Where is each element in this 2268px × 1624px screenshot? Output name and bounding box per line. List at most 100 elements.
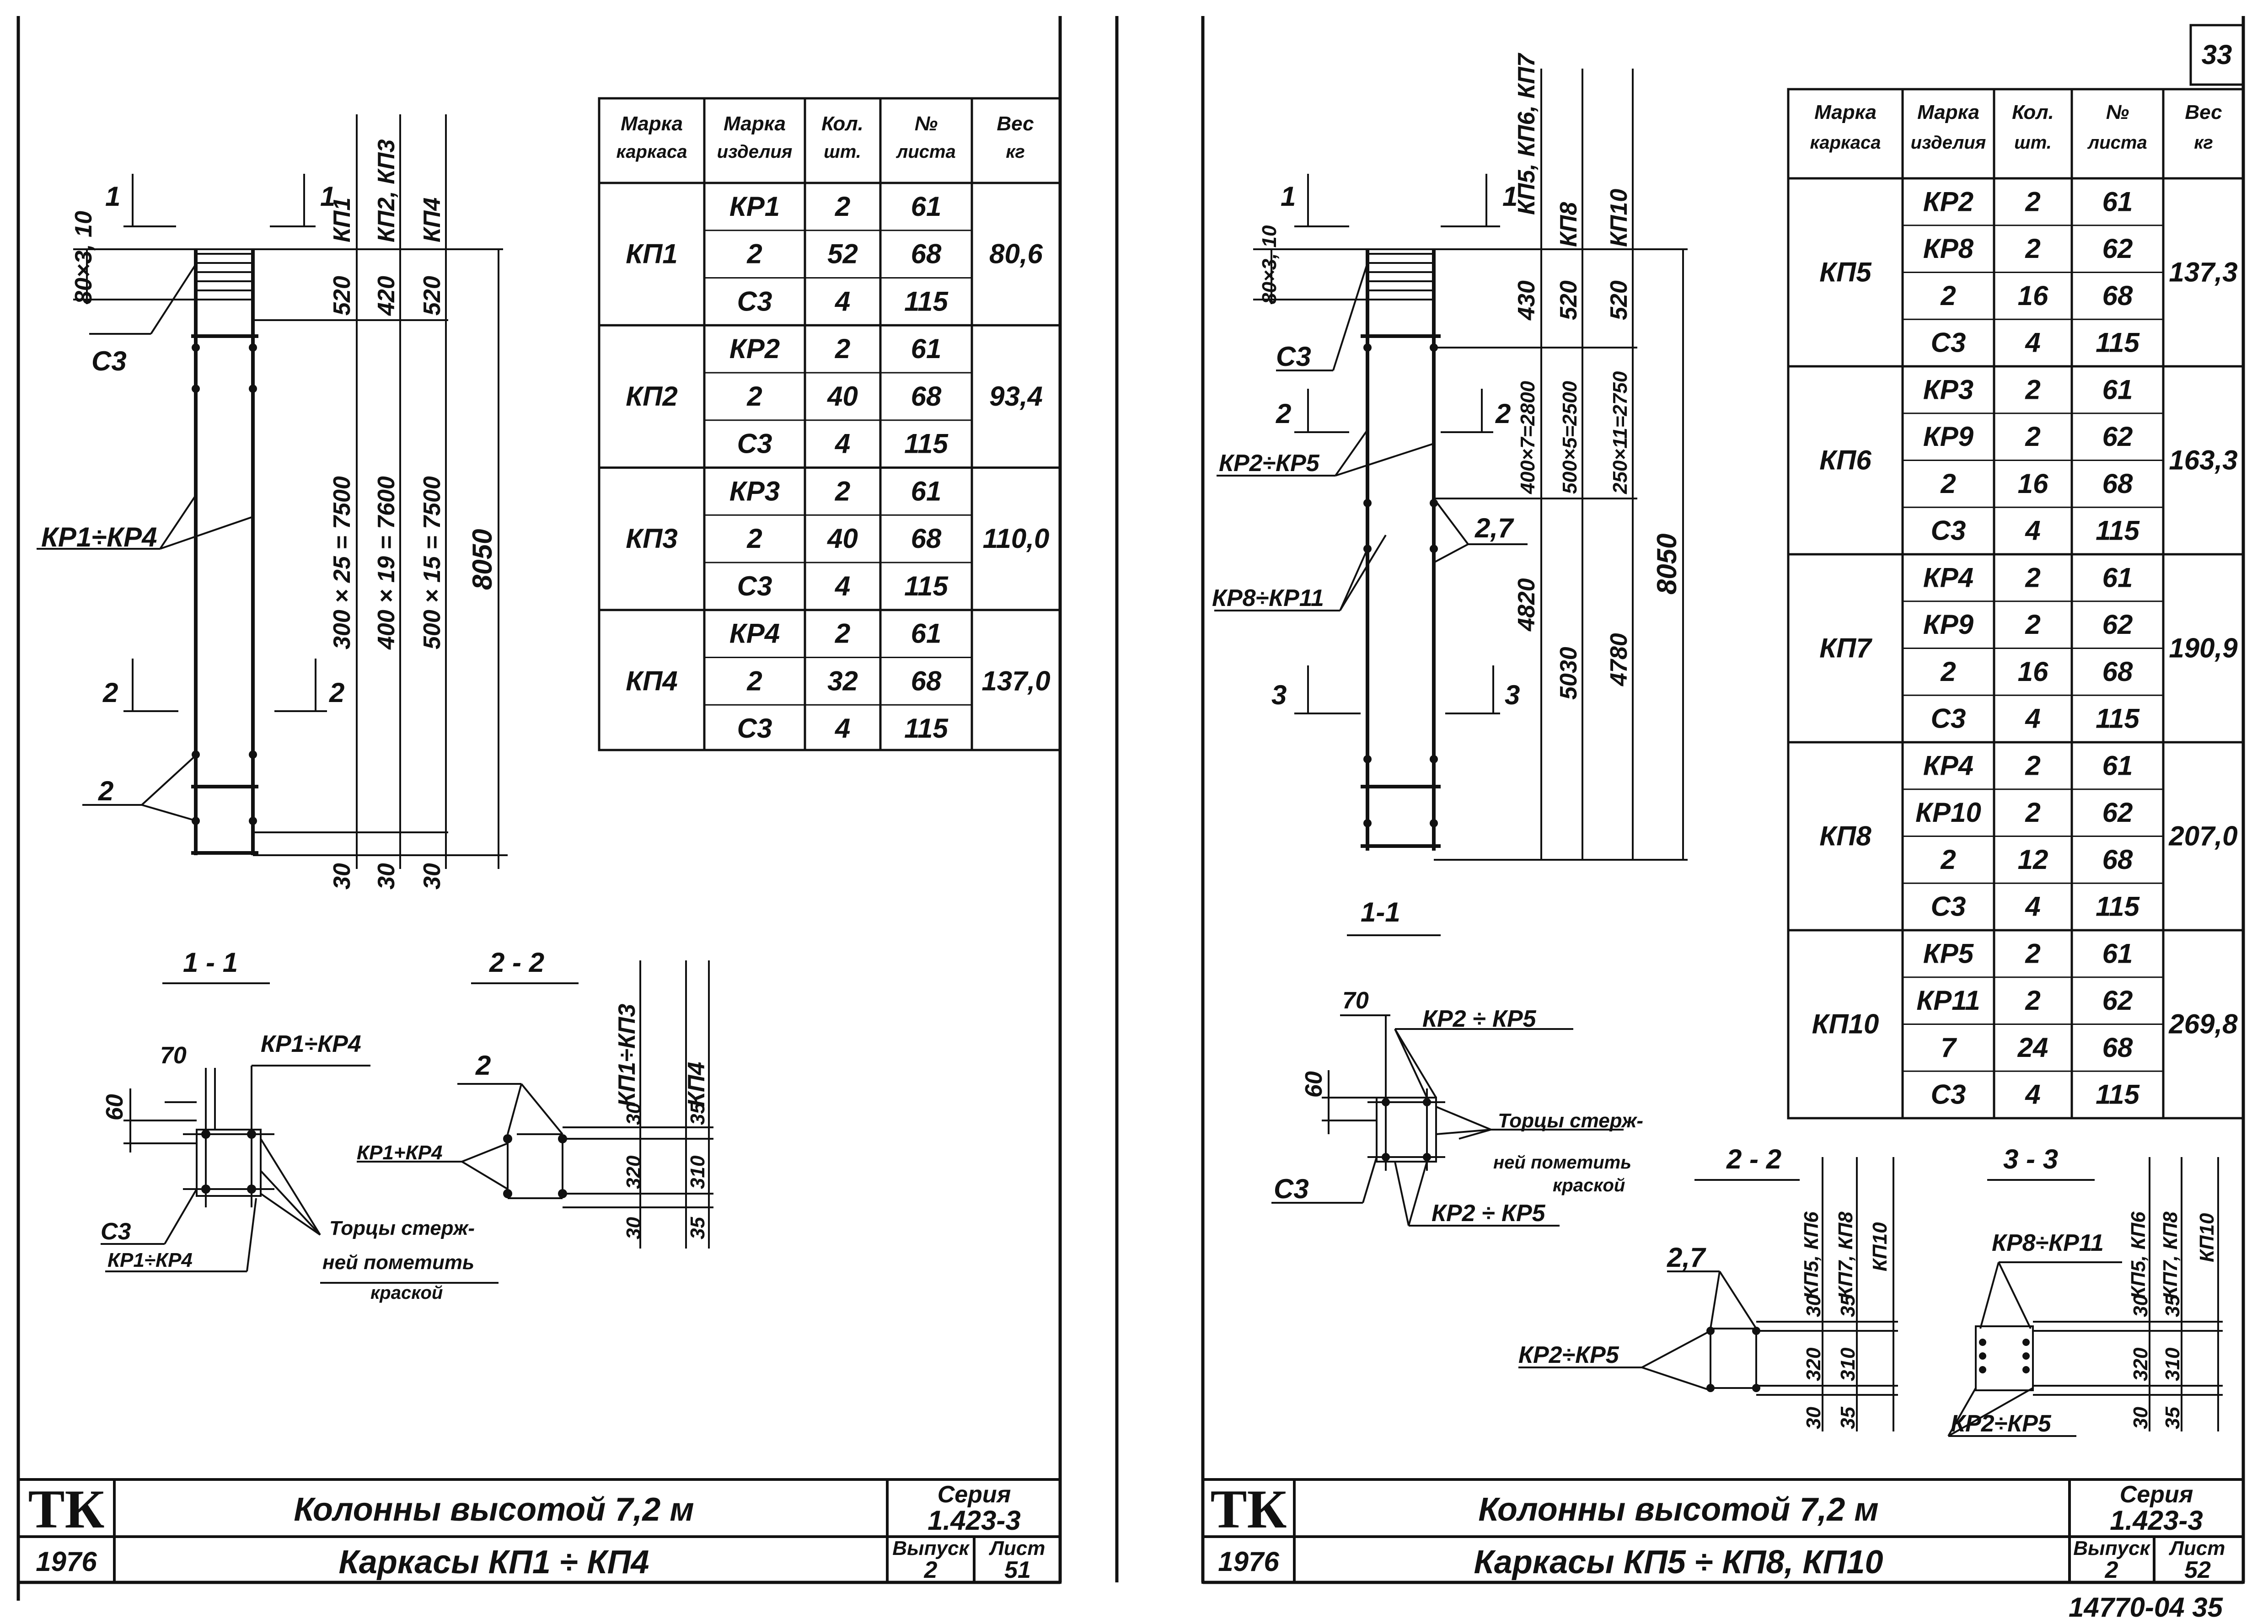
cell-item-mark: КР11 xyxy=(1916,985,1980,1016)
right-section-3-3: 3 - 3 КР8÷КР11 КР2÷КР5 КП5, КП6 КП7, КП8 xyxy=(1947,1144,2223,1437)
cell-frame-mark: КП3 xyxy=(626,523,677,554)
cell-sheet-no: 115 xyxy=(904,713,949,744)
header-qty: Кол. xyxy=(2012,101,2054,123)
cell-weight: 93,4 xyxy=(989,381,1043,412)
label-c3: С3 xyxy=(91,346,127,376)
cell-sheet-no: 68 xyxy=(911,523,942,554)
section-mark-3a: 3 xyxy=(1271,680,1287,710)
cell-weight: 190,9 xyxy=(2169,633,2238,664)
cell-item-mark: 2 xyxy=(1940,280,1956,311)
header-item-mark: Марка xyxy=(724,113,786,135)
year: 1976 xyxy=(36,1546,97,1577)
title-line-2: Каркасы КП1 ÷ КП4 xyxy=(339,1544,649,1581)
cell-sheet-no: 68 xyxy=(911,665,942,696)
section-title: 3 - 3 xyxy=(2003,1144,2058,1174)
cell-qty: 2 xyxy=(2025,797,2040,828)
label-kr-top: КР1÷КР4 xyxy=(261,1031,361,1057)
header-qty-2: шт. xyxy=(2014,133,2052,153)
cell-qty: 2 xyxy=(2025,421,2040,452)
cell-sheet-no: 115 xyxy=(2096,1079,2140,1110)
label-kr-bottom: КР2 ÷ КР5 xyxy=(1432,1200,1546,1227)
cell-frame-mark: КП4 xyxy=(626,665,677,696)
col-head-kp2-kp3: КП2, КП3 xyxy=(373,139,400,242)
dim-b-3: 35 xyxy=(2161,1407,2184,1429)
dim-a-1: 30 xyxy=(2129,1295,2152,1317)
section-mark-2a: 2 xyxy=(102,677,118,708)
cell-qty: 4 xyxy=(835,571,850,601)
dim-a-1: 30 xyxy=(622,1103,645,1125)
bottom-dim-2: 30 xyxy=(373,863,400,890)
cell-qty: 16 xyxy=(2018,656,2048,687)
section-mark-1a: 1 xyxy=(1281,181,1296,212)
cell-weight: 207,0 xyxy=(2168,821,2237,852)
cell-weight: 137,0 xyxy=(981,665,1050,696)
col-head-kp10: КП10 xyxy=(1606,189,1632,247)
cell-item-mark: КР4 xyxy=(1923,750,1973,781)
cell-sheet-no: 61 xyxy=(2102,186,2133,217)
col-head-1: КП5, КП6 xyxy=(2127,1211,2150,1299)
cell-qty: 4 xyxy=(2025,515,2040,546)
header-qty: Кол. xyxy=(821,113,863,135)
col-head-3: КП10 xyxy=(2196,1213,2218,1262)
title-line-1: Колонны высотой 7,2 м xyxy=(294,1491,694,1528)
cell-qty: 2 xyxy=(2025,609,2040,640)
section-title: 1 - 1 xyxy=(183,947,238,978)
cell-frame-mark: КП8 xyxy=(1819,821,1871,852)
lower-dim-3: 4780 xyxy=(1606,633,1632,686)
left-spec-table: Марка каркаса Марка изделия Кол. шт. № л… xyxy=(598,97,1062,751)
cell-qty: 24 xyxy=(2017,1032,2048,1063)
bottom-dim-1: 30 xyxy=(329,863,355,890)
label-kr8-kr11: КР8÷КР11 xyxy=(1992,1230,2104,1256)
label-c3: С3 xyxy=(101,1218,131,1245)
cell-item-mark: КР4 xyxy=(1923,562,1973,593)
sheet-label: Лист xyxy=(2169,1537,2225,1560)
cell-qty: 2 xyxy=(2025,233,2040,264)
cell-qty: 4 xyxy=(2025,891,2040,922)
header-sheet-no-2: листа xyxy=(895,142,955,162)
page-number-box: 33 xyxy=(2189,24,2245,86)
top-dim-3: 520 xyxy=(1606,280,1632,320)
col-head-1: КП1÷КП3 xyxy=(614,1004,640,1107)
cell-qty: 4 xyxy=(2025,327,2040,358)
label-kr-top: КР2 ÷ КР5 xyxy=(1422,1006,1537,1032)
cell-sheet-no: 115 xyxy=(2096,327,2140,358)
col-head-1: КП5, КП6 xyxy=(1800,1211,1823,1299)
cell-qty: 16 xyxy=(2018,280,2048,311)
total-height: 8050 xyxy=(1651,534,1682,595)
header-frame-mark: Марка xyxy=(621,113,683,135)
label-kr8-kr11: КР8÷КР11 xyxy=(1212,585,1324,611)
cell-qty: 4 xyxy=(835,713,850,744)
cell-item-mark: КР5 xyxy=(1923,938,1974,969)
note-line-3: краской xyxy=(1553,1175,1625,1195)
cell-sheet-no: 61 xyxy=(911,333,942,364)
label-2-7: 2,7 xyxy=(1474,513,1514,543)
total-height: 8050 xyxy=(467,529,498,590)
cell-qty: 4 xyxy=(2025,1079,2040,1110)
cell-sheet-no: 68 xyxy=(2102,468,2133,499)
cell-item-mark: С3 xyxy=(737,571,772,601)
section-mark-1b: 1 xyxy=(1502,181,1517,212)
cell-qty: 32 xyxy=(827,665,858,696)
cell-qty: 2 xyxy=(835,191,850,222)
dim-a-2: 320 xyxy=(622,1155,645,1189)
top-dim-1: 520 xyxy=(329,276,355,316)
cell-weight: 110,0 xyxy=(983,523,1050,554)
cell-qty: 40 xyxy=(827,523,858,554)
cell-sheet-no: 61 xyxy=(2102,374,2133,405)
cell-sheet-no: 115 xyxy=(904,286,949,316)
cell-qty: 2 xyxy=(2025,374,2040,405)
header-sheet-no-2: листа xyxy=(2087,133,2147,153)
section-mark-1a: 1 xyxy=(105,181,120,212)
cell-sheet-no: 62 xyxy=(2102,233,2133,264)
col-head-3: КП10 xyxy=(1869,1222,1891,1271)
left-title-block: ТК 1976 Колонны высотой 7,2 м Каркасы КП… xyxy=(17,1478,1062,1584)
cell-item-mark: КР2 xyxy=(729,333,780,364)
series-label: Серия xyxy=(938,1481,1011,1508)
right-spec-table: Марка каркаса Марка изделия Кол. шт. № л… xyxy=(1787,88,2245,1120)
cell-item-mark: С3 xyxy=(737,713,772,744)
dim-a-3: 30 xyxy=(622,1217,645,1239)
spacing-label: 80×3, 10 xyxy=(1258,225,1281,304)
cell-qty: 40 xyxy=(827,381,858,412)
dim-a-2: 320 xyxy=(2129,1347,2152,1381)
